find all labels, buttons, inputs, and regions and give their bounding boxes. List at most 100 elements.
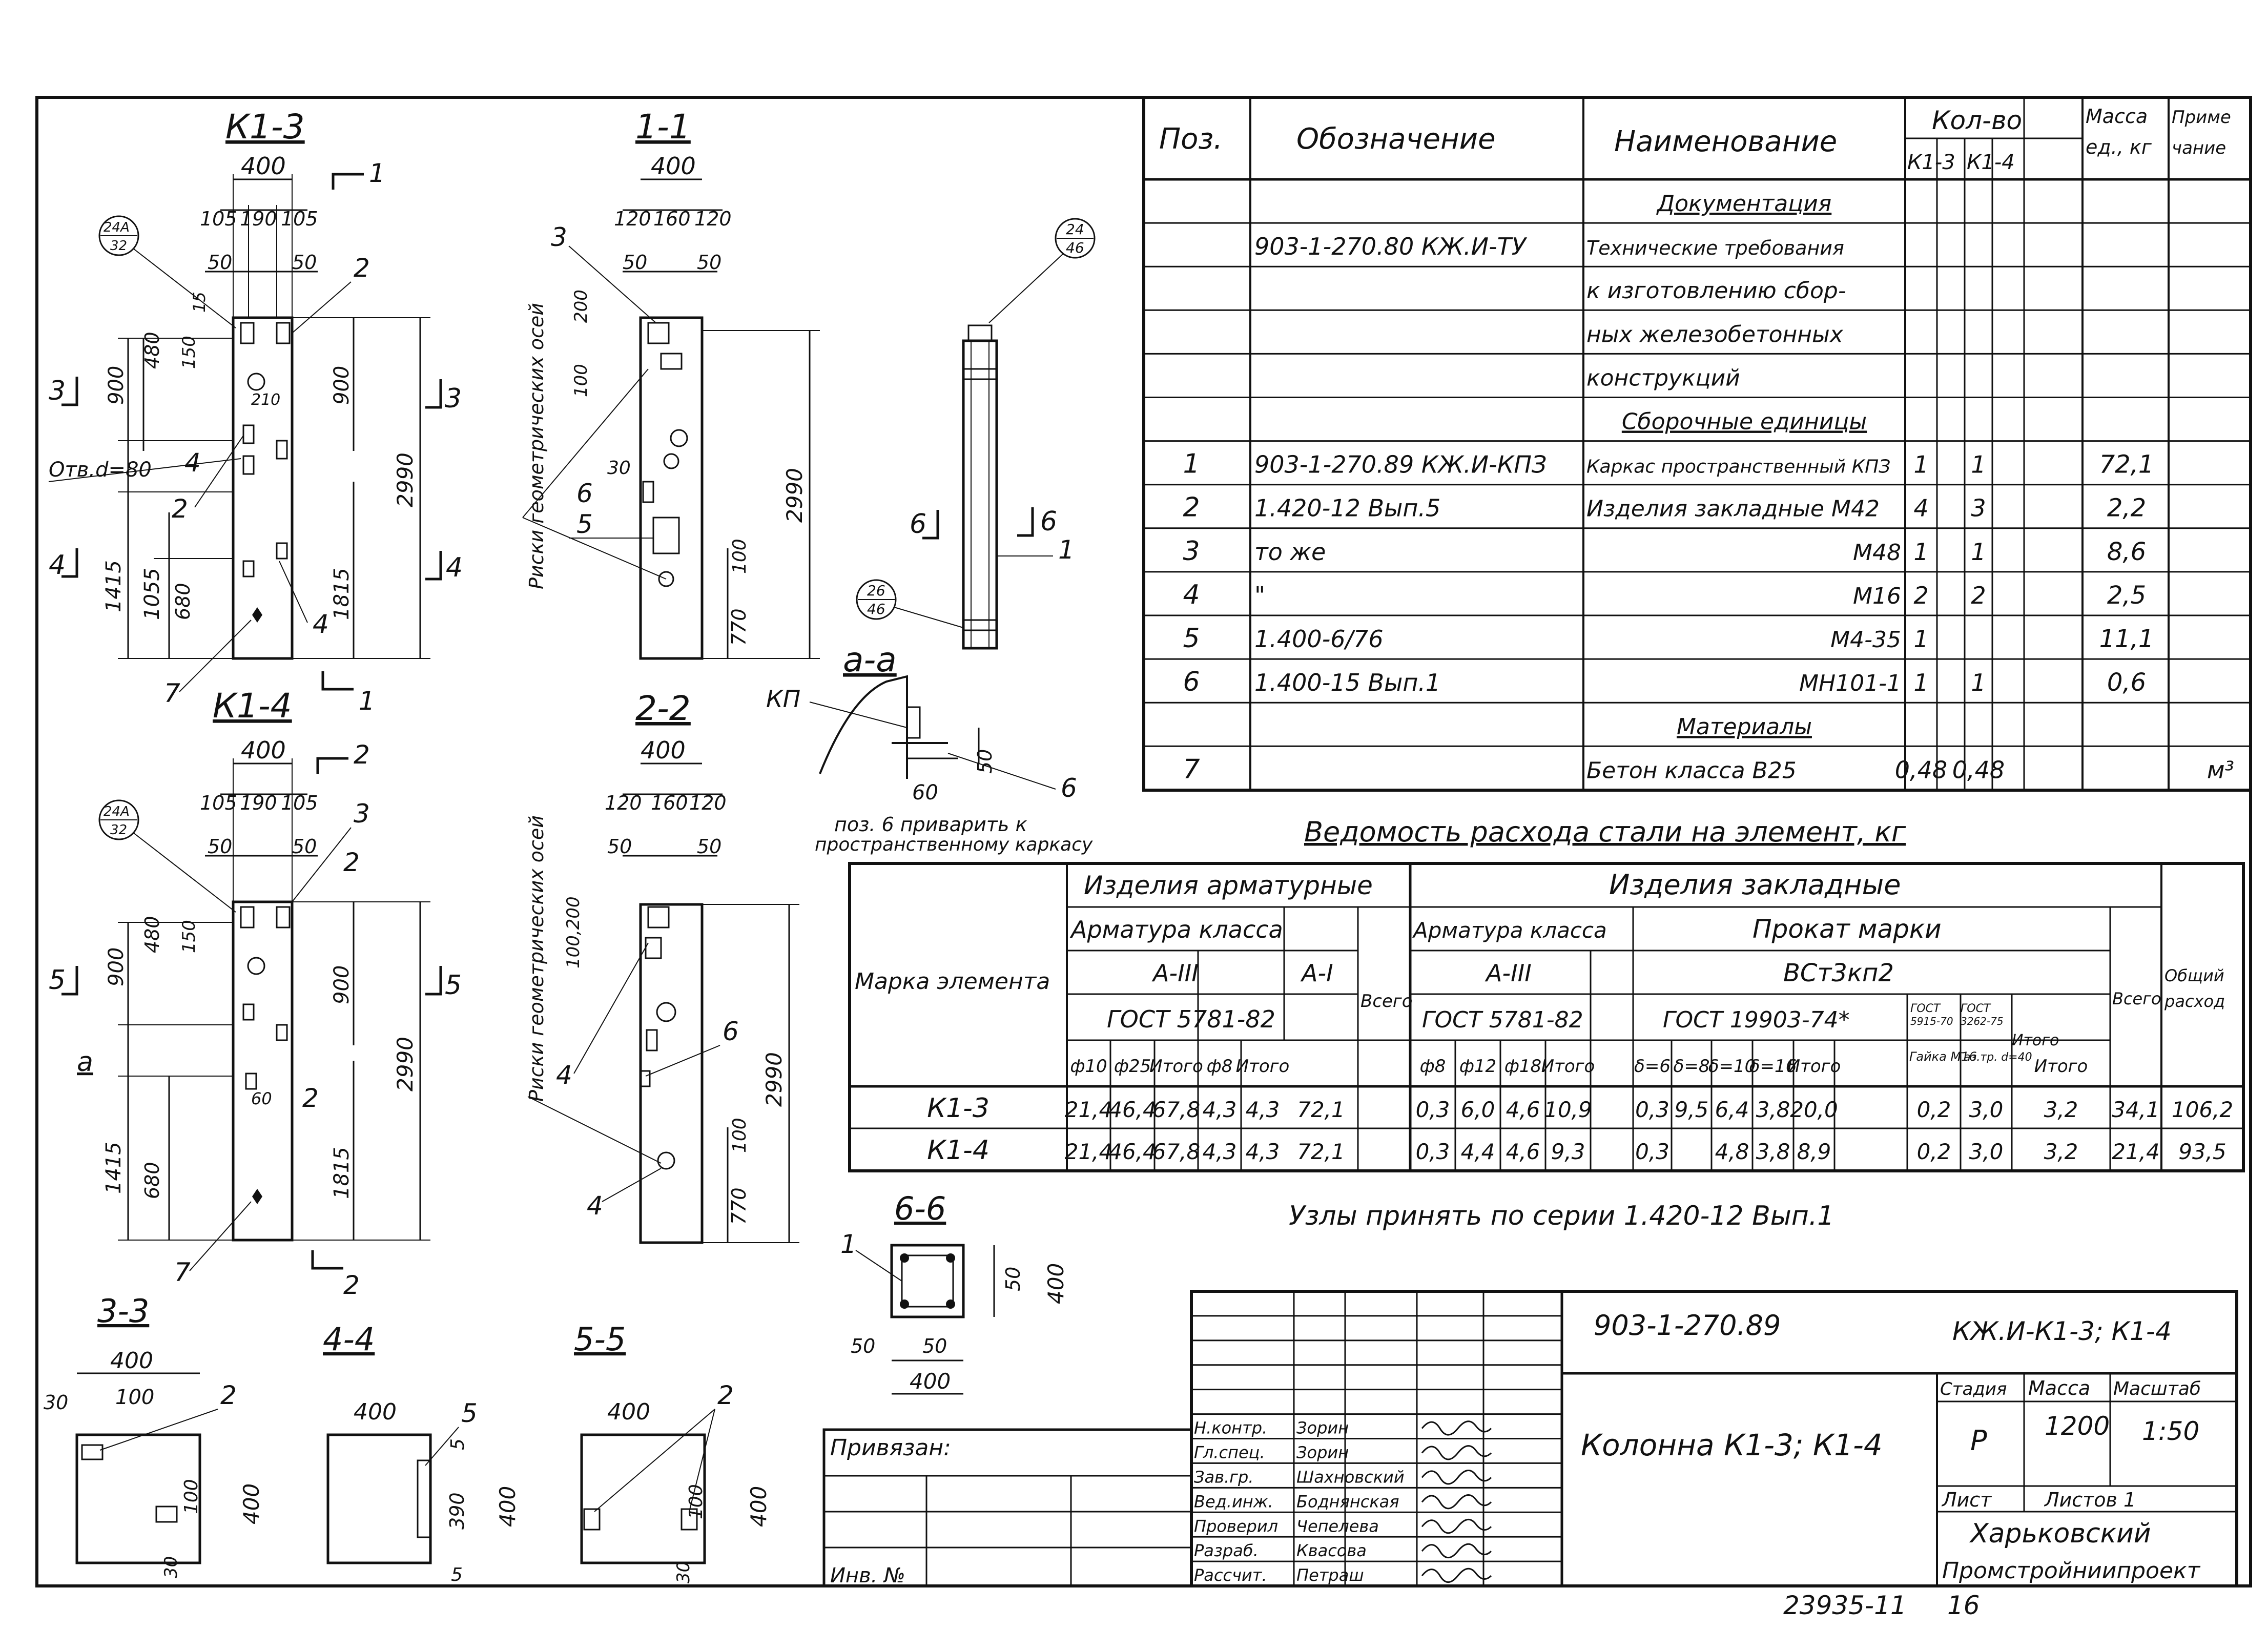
view-section-4-4: 4-4 400 5 5 390 400 5 xyxy=(323,1321,520,1585)
spec-cell-mass: 0,6 xyxy=(2107,668,2146,697)
k13-d400: 400 xyxy=(241,152,286,180)
k13-pos4b: 4 xyxy=(313,609,329,639)
stamp-role: Гл.спец. xyxy=(1194,1443,1265,1462)
s11-d100l: 100 xyxy=(571,364,591,397)
spec-cell-k13: 2 xyxy=(1913,582,1928,609)
spec-cell-name: М4-35 xyxy=(1830,627,1901,653)
steel-h-emb: Изделия закладные xyxy=(1609,869,1901,901)
signature xyxy=(1421,1543,1492,1559)
steel-cell: 21,4 xyxy=(1065,1139,1113,1164)
stamp-role: Н.контр. xyxy=(1194,1418,1267,1438)
steel-cell: 46,4 xyxy=(1108,1097,1157,1122)
view-detail-a-a: а-а КП 60 50 6 поз. 6 приварить к простр… xyxy=(766,640,1093,855)
stamp-role: Зав.гр. xyxy=(1194,1467,1253,1487)
spec-h-note: Приме xyxy=(2172,107,2231,128)
steel-col-header: δ=16 xyxy=(1749,1056,1797,1077)
spec-cell-designation: " xyxy=(1254,582,1265,609)
k14-pos7: 7 xyxy=(174,1257,191,1287)
k13-d105a: 105 xyxy=(200,208,237,230)
view-k1-4: К1-4 400 105 190 105 50 50 900 480 150 1… xyxy=(49,686,462,1300)
signature xyxy=(1421,1519,1492,1534)
spec-cell-pos: 4 xyxy=(1183,580,1200,610)
k13-pos2a: 2 xyxy=(354,253,370,283)
stamp-title: Колонна К1-3; К1-4 xyxy=(1581,1428,1883,1462)
spec-h-mass: Масса xyxy=(2086,105,2148,128)
spec-cell-pos: 1 xyxy=(1183,449,1200,480)
spec-cell-name: Изделия закладные М42 xyxy=(1586,496,1880,522)
s33-d100v: 100 xyxy=(181,1479,202,1514)
steel-cell: 3,0 xyxy=(1969,1139,2004,1164)
spec-h-qty: Кол-во xyxy=(1932,106,2022,135)
k13-d150: 150 xyxy=(179,336,199,369)
k13-d680: 680 xyxy=(172,583,194,620)
s66-title: 6-6 xyxy=(894,1190,946,1227)
stamp-inv: Инв. № xyxy=(830,1564,905,1587)
view-k1-3: К1-3 400 105 190 105 50 50 900 48 xyxy=(48,107,463,716)
steel-cell: 4,3 xyxy=(1203,1097,1237,1122)
steel-cell: 0,2 xyxy=(1917,1139,1951,1164)
s22-pos4a: 4 xyxy=(556,1060,572,1090)
steel-col-header: Итого xyxy=(1236,1056,1290,1077)
steel-col-header: δ=6 xyxy=(1634,1056,1671,1077)
steel-cell: 0,2 xyxy=(1917,1097,1951,1122)
steel-h-vst: ВСт3кп2 xyxy=(1783,959,1894,987)
k14-d60: 60 xyxy=(251,1089,272,1108)
spec-h-pos: Поз. xyxy=(1159,122,1223,156)
steel-cell: 4,3 xyxy=(1203,1139,1237,1164)
spec-cell-designation: 1.420-12 Вып.5 xyxy=(1254,494,1440,522)
signature xyxy=(1421,1445,1492,1460)
steel-cell: 67,8 xyxy=(1152,1097,1201,1122)
side-pos1: 1 xyxy=(1058,535,1075,565)
spec-table: Поз. Обозначение Наименование Кол-во К1-… xyxy=(1142,96,2252,792)
k13-pos4a: 4 xyxy=(184,448,201,478)
spec-h-qty-k13: К1-3 xyxy=(1907,151,1955,174)
s22-axis: Риски геометрических осей xyxy=(525,815,548,1102)
spec-cell-mass: 72,1 xyxy=(2099,450,2154,479)
s11-d770: 770 xyxy=(728,608,750,646)
spec-cell-k13: 1 xyxy=(1913,669,1928,696)
s11-d100: 100 xyxy=(729,539,750,574)
steel-h-total3: Всего xyxy=(2112,989,2161,1008)
stamp-mass: 1200 xyxy=(2045,1411,2110,1441)
nodes-note: Узлы принять по серии 1.420-12 Вып.1 xyxy=(1289,1201,1834,1231)
spec-cell-k13: 1 xyxy=(1913,538,1928,566)
k14-sec5-r: 5 xyxy=(445,970,462,1001)
k14-d1815: 1815 xyxy=(330,1147,354,1199)
k13-callout-32: 32 xyxy=(110,238,127,254)
view-section-3-3: 3-3 400 30 100 2 100 400 30 xyxy=(44,1292,264,1578)
s22-title: 2-2 xyxy=(635,689,691,728)
steel-h-gost19903: ГОСТ 19903-74* xyxy=(1663,1007,1850,1033)
stamp-person: Зорин xyxy=(1296,1418,1349,1438)
steel-h-gost3262: ГОСТ xyxy=(1961,1002,1991,1015)
steel-row-mark: К1-4 xyxy=(927,1135,989,1166)
k14-d50a: 50 xyxy=(208,835,232,858)
s44-d5b: 5 xyxy=(451,1564,463,1585)
stamp-person: Зорин xyxy=(1296,1443,1349,1462)
side-callout-46b: 46 xyxy=(867,601,885,617)
k13-d210: 210 xyxy=(251,391,280,409)
s33-d400v: 400 xyxy=(239,1483,264,1524)
s22-d400: 400 xyxy=(641,736,686,764)
s33-d100: 100 xyxy=(115,1386,154,1409)
steel-h-total2: Итого xyxy=(2012,1032,2059,1049)
signature xyxy=(1421,1494,1492,1510)
s44-d400v: 400 xyxy=(495,1486,520,1527)
k13-pos2b: 2 xyxy=(172,494,188,524)
s22-d120b: 120 xyxy=(689,792,727,814)
k13-sec1-bot: 1 xyxy=(359,686,375,716)
s66-d50b: 50 xyxy=(922,1335,947,1357)
spec-cell-k13: 1 xyxy=(1913,625,1928,653)
spec-cell-name: М16 xyxy=(1853,583,1901,609)
spec-cell-designation: 1.400-15 Вып.1 xyxy=(1254,669,1440,696)
k13-d1815: 1815 xyxy=(330,568,354,620)
spec-cell-k14: 2 xyxy=(1971,582,1986,609)
footer-code: 23935-11 xyxy=(1783,1591,1907,1620)
spec-cell-k13: 1 xyxy=(1913,451,1928,479)
stamp-scale: 1:50 xyxy=(2142,1416,2199,1446)
steel-h-prokat: Прокат марки xyxy=(1752,914,1942,944)
steel-cell: 3,8 xyxy=(1756,1097,1790,1122)
spec-h-mass-2: ед., кг xyxy=(2086,136,2152,158)
stamp-mass-h: Масса xyxy=(2028,1377,2090,1399)
stamp-code: 903-1-270.89 xyxy=(1594,1309,1781,1342)
k14-d400: 400 xyxy=(241,736,286,764)
